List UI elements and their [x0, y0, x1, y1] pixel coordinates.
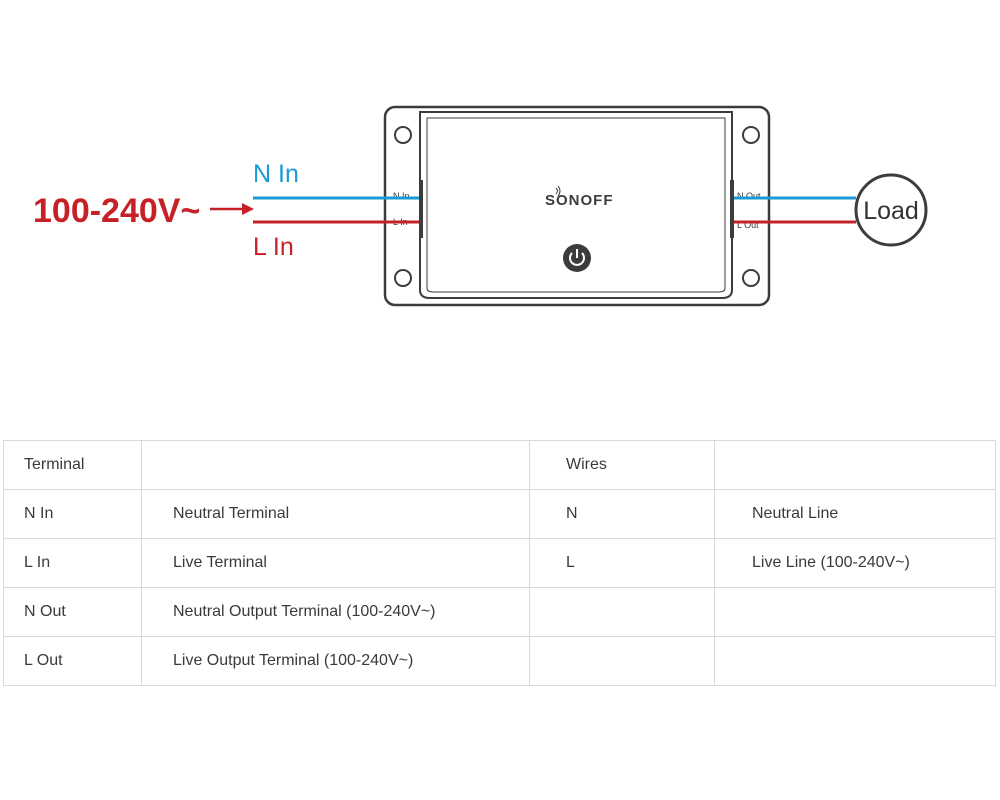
mounting-hole-icon	[394, 269, 412, 287]
terminal-n-in-label: N In	[393, 191, 410, 201]
table-row: N In Neutral Terminal N Neutral Line	[3, 489, 996, 539]
table-cell	[714, 636, 996, 686]
load-label: Load	[863, 197, 919, 225]
l-in-wire-label: L In	[253, 233, 294, 261]
table-cell: Neutral Terminal	[141, 489, 530, 539]
table-cell	[529, 587, 715, 637]
input-arrow-icon	[210, 203, 254, 215]
table-cell: L In	[3, 538, 142, 588]
header-cell	[141, 440, 530, 490]
terminal-table: Terminal Wires N In Neutral Terminal N N…	[3, 440, 996, 686]
mounting-hole-icon	[394, 126, 412, 144]
table-cell: N Out	[3, 587, 142, 637]
device-cover	[419, 111, 733, 299]
mounting-hole-icon	[742, 126, 760, 144]
table-cell	[529, 636, 715, 686]
table-cell	[714, 587, 996, 637]
wiring-diagram: 100-240V~ N In L In N In L In N Out L Ou…	[33, 105, 928, 307]
table-header-row: Terminal Wires	[3, 440, 996, 490]
table-cell: N In	[3, 489, 142, 539]
wifi-signal-icon	[555, 185, 561, 197]
table-row: L Out Live Output Terminal (100-240V~)	[3, 636, 996, 686]
table-cell: Live Output Terminal (100-240V~)	[141, 636, 530, 686]
device-cover-inner	[426, 117, 726, 293]
header-cell: Wires	[529, 440, 715, 490]
device-outer-frame	[383, 105, 771, 307]
table-cell: L	[529, 538, 715, 588]
power-button-icon	[563, 244, 591, 272]
table-cell: Neutral Line	[714, 489, 996, 539]
terminal-n-out-label: N Out	[737, 191, 761, 201]
mounting-hole-icon	[742, 269, 760, 287]
input-voltage-label: 100-240V~	[33, 192, 200, 230]
table-row: N Out Neutral Output Terminal (100-240V~…	[3, 587, 996, 637]
input-terminal-block	[419, 180, 423, 238]
header-cell	[714, 440, 996, 490]
header-cell: Terminal	[3, 440, 142, 490]
table-cell: Live Terminal	[141, 538, 530, 588]
brand-logo: SONOFF	[545, 192, 614, 209]
table-row: L In Live Terminal L Live Line (100-240V…	[3, 538, 996, 588]
load-circle-icon	[854, 173, 928, 247]
table-cell: N	[529, 489, 715, 539]
table-cell: L Out	[3, 636, 142, 686]
table-cell: Neutral Output Terminal (100-240V~)	[141, 587, 530, 637]
output-terminal-block	[730, 180, 734, 238]
sonoff-device: N In L In N Out L Out SONOFF	[383, 105, 771, 307]
n-in-wire-label: N In	[253, 160, 299, 188]
table-cell: Live Line (100-240V~)	[714, 538, 996, 588]
terminal-l-out-label: L Out	[737, 220, 759, 230]
